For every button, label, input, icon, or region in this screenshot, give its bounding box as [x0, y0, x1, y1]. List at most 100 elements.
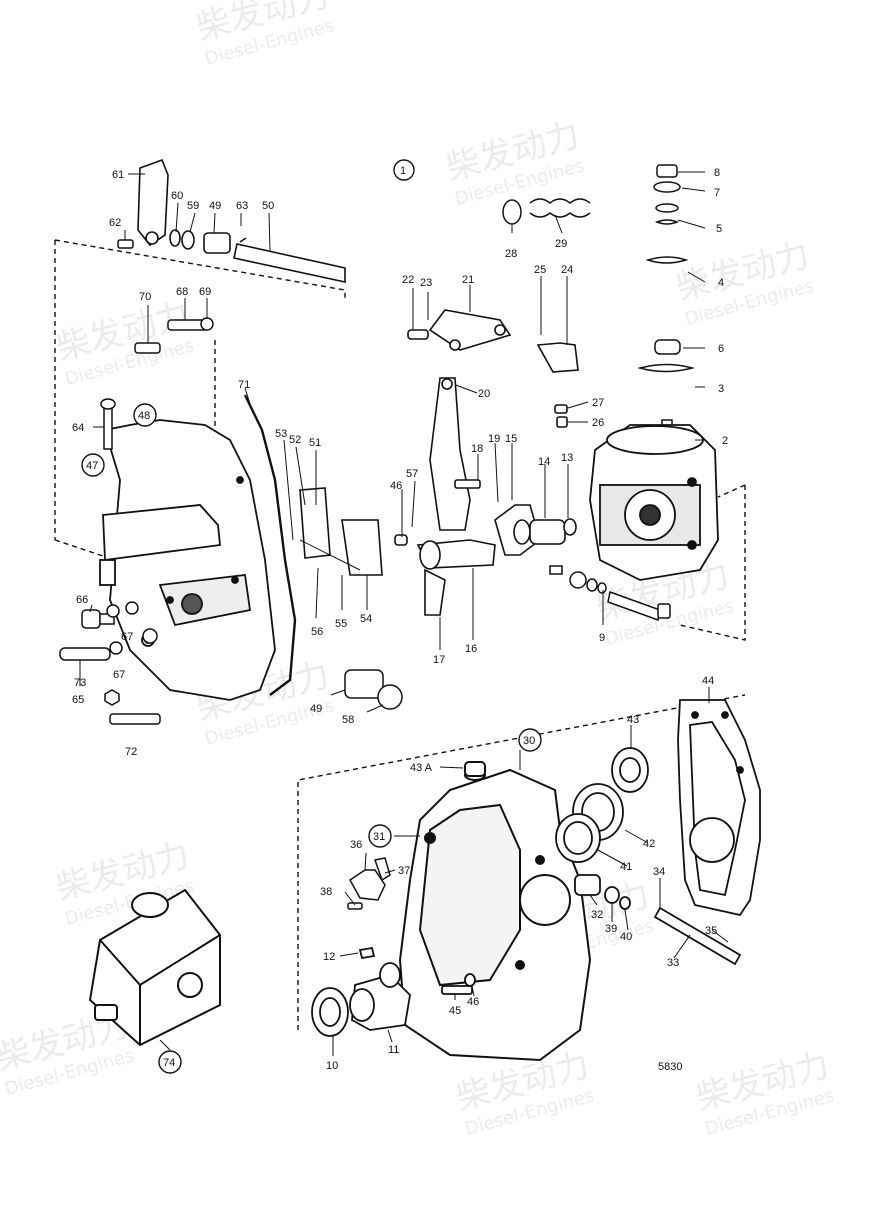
callout-64: 64 [72, 422, 84, 434]
callout-8: 8 [714, 167, 720, 179]
callout-22: 22 [402, 274, 414, 286]
flyweight-body [589, 424, 719, 581]
callout-26: 26 [592, 417, 604, 429]
callout-52: 52 [289, 434, 301, 446]
drawing-number: 5830 [658, 1061, 682, 1073]
callout-71: 71 [238, 379, 250, 391]
callout-41: 41 [620, 861, 632, 873]
callout-10: 10 [326, 1060, 338, 1072]
callout-59: 59 [187, 200, 199, 212]
callout-49-bottom: 49 [310, 703, 322, 715]
callout-53: 53 [275, 428, 287, 440]
callout-48: 48 [138, 410, 150, 422]
small-lever-assembly [347, 857, 391, 910]
callout-23: 23 [420, 277, 432, 289]
callout-65: 65 [72, 694, 84, 706]
callout-20: 20 [478, 388, 490, 400]
callout-11: 11 [388, 1044, 399, 1056]
watermark-logo: 柴发动力 Diesel-Engines [52, 295, 196, 390]
callout-43a: 43 A [410, 762, 433, 774]
lever-and-shaft-assembly [137, 158, 346, 283]
callout-62: 62 [109, 217, 121, 229]
callout-67-lower: 67 [113, 669, 125, 681]
callout-44: 44 [702, 675, 714, 687]
callout-29: 29 [555, 238, 567, 250]
callout-70: 70 [139, 291, 151, 303]
callout-43: 43 [627, 714, 639, 726]
callout-21: 21 [462, 274, 474, 286]
callout-25: 25 [534, 264, 546, 276]
callout-4: 4 [718, 277, 724, 289]
callout-14: 14 [538, 456, 550, 468]
callout-42: 42 [643, 838, 655, 850]
callout-9: 9 [599, 632, 605, 644]
callout-32: 32 [591, 909, 603, 921]
callout-labels: 1 2 3 4 5 6 7 8 9 10 11 12 13 14 15 16 1… [72, 165, 728, 1073]
gasket-44 [677, 699, 761, 917]
callout-54: 54 [360, 613, 372, 625]
callout-19: 19 [488, 433, 500, 445]
callout-15: 15 [505, 433, 517, 445]
callout-2: 2 [722, 435, 728, 447]
bolt-assembly-9 [549, 565, 671, 622]
callout-31: 31 [373, 831, 385, 843]
watermark-logo: 柴发动力 Diesel-Engines [692, 1045, 836, 1140]
callout-33: 33 [667, 957, 679, 969]
callout-51: 51 [309, 437, 321, 449]
circled-callouts [81, 159, 542, 1074]
callout-58: 58 [342, 714, 354, 726]
callout-36: 36 [350, 839, 362, 851]
callout-63: 63 [236, 200, 248, 212]
callout-37: 37 [398, 865, 410, 877]
callout-16: 16 [465, 643, 477, 655]
callout-69: 69 [199, 286, 211, 298]
callout-74: 74 [163, 1057, 175, 1069]
callout-39: 39 [605, 923, 617, 935]
callout-28: 28 [505, 248, 517, 260]
callout-24: 24 [561, 264, 573, 276]
lower-left-small-parts [344, 669, 403, 710]
pump-housing-30 [398, 761, 592, 1062]
callout-7: 7 [714, 187, 720, 199]
watermark-logo: 柴发动力 Diesel-Engines [672, 235, 816, 330]
callout-73: 73 [74, 677, 86, 689]
callout-67-upper: 67 [121, 631, 133, 643]
callout-66: 66 [76, 594, 88, 606]
callout-55: 55 [335, 618, 347, 630]
callout-13: 13 [561, 452, 573, 464]
callout-68: 68 [176, 286, 188, 298]
callout-3: 3 [718, 383, 724, 395]
callout-17: 17 [433, 654, 445, 666]
callout-57: 57 [406, 468, 418, 480]
callout-38: 38 [320, 886, 332, 898]
callout-46-upper: 46 [390, 480, 402, 492]
bushings [311, 946, 476, 1037]
callout-35: 35 [705, 925, 717, 937]
governor-cover-assembly [99, 394, 297, 701]
callout-49-top: 49 [209, 200, 221, 212]
callout-60: 60 [171, 190, 183, 202]
central-linkage-assembly [299, 309, 579, 616]
cover-box-74 [88, 888, 221, 1047]
callout-40: 40 [620, 931, 632, 943]
callout-1: 1 [400, 165, 406, 177]
callout-27: 27 [592, 397, 604, 409]
callout-30: 30 [523, 735, 535, 747]
callout-18: 18 [471, 443, 483, 455]
watermark-logo: 柴发动力 Diesel-Engines [442, 115, 586, 210]
seal-rings [555, 747, 742, 966]
callout-5: 5 [716, 223, 722, 235]
callout-45: 45 [449, 1005, 461, 1017]
callout-47: 47 [86, 460, 98, 472]
spring-stack [502, 164, 695, 439]
callout-34: 34 [653, 866, 665, 878]
leader-lines [79, 171, 729, 1056]
callout-50: 50 [262, 200, 274, 212]
callout-72: 72 [125, 746, 137, 758]
callout-61: 61 [112, 169, 124, 181]
callout-6: 6 [718, 343, 724, 355]
watermark-logo: 柴发动力 Diesel-Engines [192, 0, 336, 70]
left-fasteners [59, 239, 214, 725]
callout-46-lower: 46 [467, 996, 479, 1008]
